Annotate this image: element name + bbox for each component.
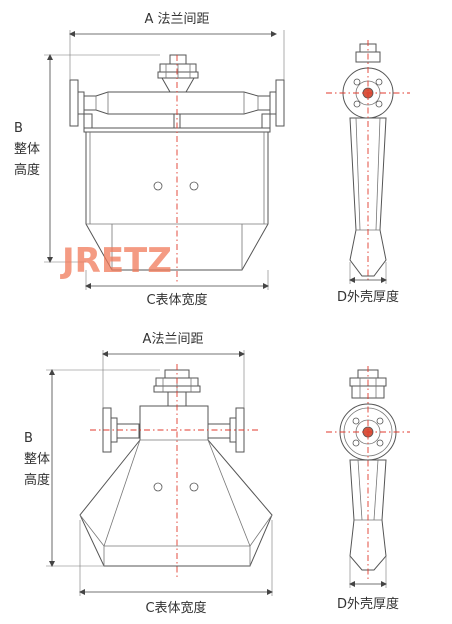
b-letter-label: B [24, 431, 33, 446]
top-front-view [69, 54, 285, 284]
d-shell-thickness-label: D外壳厚度 [337, 596, 399, 612]
mounting-hole [153, 482, 163, 492]
b-label-line1: 整体 [24, 452, 50, 467]
top-dimensions: A 法兰间距 B 整体 高度 C表体宽度 [14, 12, 285, 308]
a-flange-distance-label: A 法兰间距 [144, 12, 209, 27]
right-flange [275, 79, 285, 127]
bottom-dimensions: A法兰间距 B 整体 高度 C表体宽度 [24, 332, 273, 616]
bottom-front-view [79, 364, 273, 578]
b-label-line1: 整体 [14, 142, 40, 157]
side-body [349, 117, 387, 277]
mounting-hole [189, 482, 199, 492]
left-flange [69, 79, 79, 127]
mounting-hole [153, 181, 163, 191]
top-side-view: D外壳厚度 [326, 40, 410, 305]
jretz-watermark: JRETZ [60, 241, 172, 281]
mounting-hole [189, 181, 199, 191]
bottom-side-view: D外壳厚度 [326, 366, 410, 612]
b-label-line2: 高度 [14, 162, 40, 178]
c-body-width-label: C表体宽度 [146, 292, 207, 308]
b-letter-label: B [14, 121, 23, 136]
c-body-width-label: C表体宽度 [145, 600, 206, 616]
b-label-line2: 高度 [24, 472, 50, 488]
a-flange-distance-label: A法兰间距 [143, 332, 204, 347]
d-shell-thickness-label: D外壳厚度 [337, 289, 399, 305]
